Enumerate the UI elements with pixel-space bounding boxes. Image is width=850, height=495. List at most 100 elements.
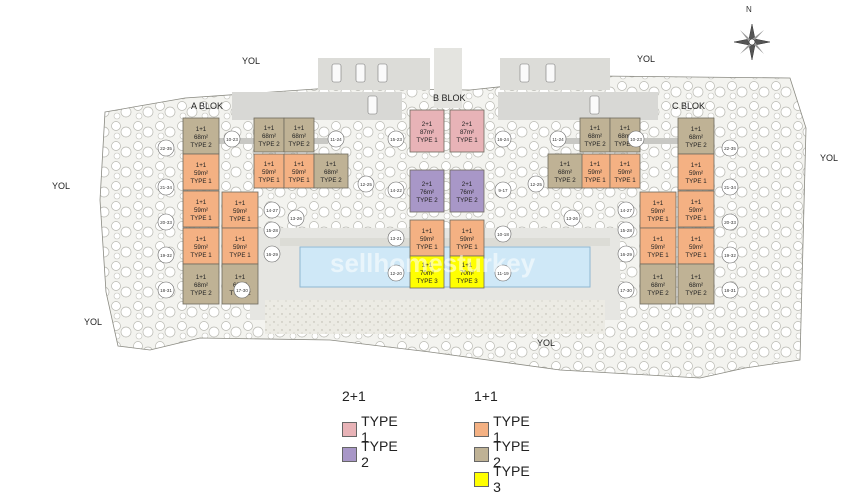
unit-label: TYPE 2 xyxy=(320,177,342,184)
unit-label: 1+1 xyxy=(620,125,631,132)
reference-label: 13-21 xyxy=(390,236,402,241)
reference-label: 15-28 xyxy=(266,228,278,233)
unit-label: 68m² xyxy=(262,133,276,140)
reference-label: 13-26 xyxy=(566,216,578,221)
unit-reference: 10-23 xyxy=(627,130,645,148)
reference-circle xyxy=(157,246,175,264)
unit-label: TYPE 1 xyxy=(229,216,251,223)
parked-cars xyxy=(331,63,600,115)
unit-label: TYPE 1 xyxy=(416,137,438,144)
reference-label: 12-25 xyxy=(530,182,542,187)
unit-label: TYPE 2 xyxy=(190,290,212,297)
car-icon xyxy=(589,95,600,115)
reference-label: 22-35 xyxy=(724,146,736,151)
reference-label: 14-22 xyxy=(390,188,402,193)
unit-label: 87m² xyxy=(460,129,474,136)
unit-label: 76m² xyxy=(420,189,434,196)
unit-label: TYPE 2 xyxy=(584,141,606,148)
compass-north-label: N xyxy=(746,5,752,14)
reference-label: 21-34 xyxy=(724,185,736,190)
unit-label: 1+1 xyxy=(235,236,246,243)
unit-label: 1+1 xyxy=(691,199,702,206)
unit-label: 59m² xyxy=(618,169,632,176)
unit-box xyxy=(547,153,583,189)
unit-label: 1+1 xyxy=(590,125,601,132)
unit-box xyxy=(182,153,220,191)
unit-label: TYPE 2 xyxy=(554,177,576,184)
unit-label: 1+1 xyxy=(691,162,702,169)
reference-label: 16-29 xyxy=(620,252,632,257)
unit-box xyxy=(579,117,611,153)
legend-label: TYPE 3 xyxy=(493,463,530,495)
unit-label: 2+1 xyxy=(462,181,473,188)
unit-reference: 9-17 xyxy=(494,181,512,199)
unit-label: 1+1 xyxy=(422,262,433,269)
unit-label: TYPE 2 xyxy=(614,141,636,148)
reference-circle xyxy=(494,130,512,148)
unit-label: TYPE 1 xyxy=(456,137,478,144)
reference-circle xyxy=(721,178,739,196)
unit-reference: 15-28 xyxy=(617,221,635,239)
unit-label: 68m² xyxy=(324,169,338,176)
unit-label: TYPE 1 xyxy=(190,178,212,185)
unit-reference: 21-34 xyxy=(157,178,175,196)
reference-circle xyxy=(157,139,175,157)
unit-label: 70m² xyxy=(420,270,434,277)
reference-circle xyxy=(157,178,175,196)
unit-label: TYPE 2 xyxy=(190,142,212,149)
reference-circle xyxy=(721,246,739,264)
reference-label: 16-29 xyxy=(266,252,278,257)
unit-reference: 14-22 xyxy=(387,181,405,199)
reference-label: 10-23 xyxy=(226,137,238,142)
reference-label: 10-18 xyxy=(497,232,509,237)
unit-box xyxy=(449,219,485,257)
unit-label: 1+1 xyxy=(264,161,275,168)
reference-circle xyxy=(494,225,512,243)
unit-reference: 15-23 xyxy=(387,130,405,148)
reference-circle xyxy=(617,201,635,219)
reference-label: 20-33 xyxy=(724,220,736,225)
unit-box xyxy=(253,153,285,189)
unit-label: TYPE 1 xyxy=(584,177,606,184)
parking-east-2 xyxy=(498,92,658,120)
unit-reference: 15-28 xyxy=(263,221,281,239)
unit-box xyxy=(639,263,677,305)
unit-label: 1+1 xyxy=(196,236,207,243)
legend-heading-2p1: 2+1 xyxy=(342,388,366,404)
unit-label: 1+1 xyxy=(294,125,305,132)
reference-circle xyxy=(721,213,739,231)
unit-label: TYPE 1 xyxy=(685,215,707,222)
reference-circle xyxy=(627,130,645,148)
reference-circle xyxy=(223,130,241,148)
unit-label: 1+1 xyxy=(620,161,631,168)
swimming-pool xyxy=(299,246,591,288)
unit-reference: 12-25 xyxy=(527,175,545,193)
unit-reference: 21-34 xyxy=(721,178,739,196)
unit-reference: 14-27 xyxy=(263,201,281,219)
reference-circle xyxy=(617,221,635,239)
block-label-a: A BLOK xyxy=(191,101,223,111)
unit-reference: 16-24 xyxy=(494,130,512,148)
unit-reference: 12-20 xyxy=(387,264,405,282)
unit-label: 59m² xyxy=(689,207,703,214)
block-label-b: B BLOK xyxy=(433,93,466,103)
road-label: YOL xyxy=(52,181,70,191)
road-label: YOL xyxy=(242,56,260,66)
legend-label: TYPE 2 xyxy=(493,438,530,470)
reference-circle xyxy=(617,245,635,263)
unit-label: 1+1 xyxy=(196,162,207,169)
reference-circle xyxy=(549,130,567,148)
